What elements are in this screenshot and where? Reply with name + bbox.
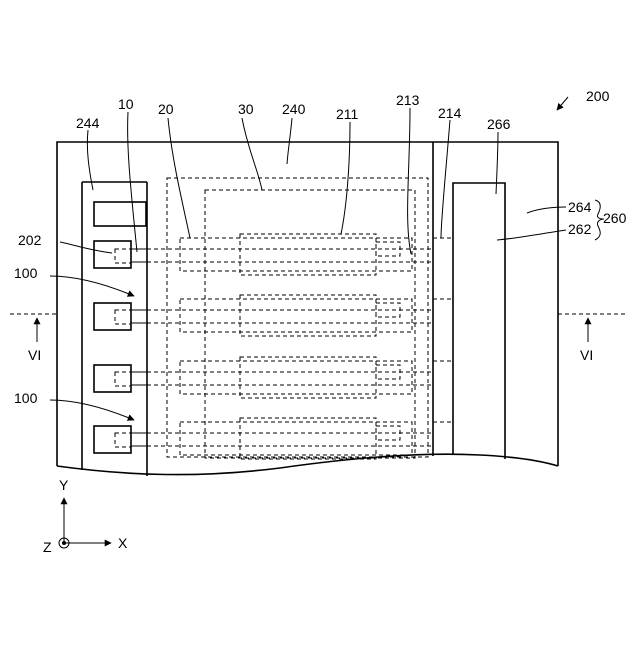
pad-4: [94, 426, 131, 453]
label-100-lower: 100: [14, 390, 38, 406]
label-240: 240: [282, 101, 306, 117]
z-axis-dot-icon: [62, 541, 66, 545]
element-row-3: [147, 357, 453, 398]
section-line-vi: [10, 314, 626, 342]
element-row-4: [147, 418, 453, 459]
pad-wiring: [131, 249, 147, 446]
label-266: 266: [487, 116, 511, 132]
pad-202: [94, 241, 131, 268]
label-30: 30: [238, 101, 254, 117]
axis-label-x: X: [118, 535, 128, 551]
region-262: [453, 183, 505, 459]
label-260: 260: [603, 210, 627, 226]
element-row-1: [147, 234, 453, 275]
pad-2-inner: [115, 310, 131, 324]
label-214: 214: [438, 105, 462, 121]
pad-3: [94, 365, 131, 392]
label-section-right: VI: [580, 347, 593, 363]
label-213: 213: [396, 92, 420, 108]
label-244: 244: [76, 115, 100, 131]
pad-3-inner: [115, 372, 131, 386]
element-row-2: [147, 295, 453, 336]
label-200: 200: [586, 88, 610, 104]
pad-2: [94, 303, 131, 330]
axis-label-z: Z: [43, 539, 52, 555]
pad-202-inner: [115, 249, 131, 263]
pad-4-inner: [115, 433, 131, 447]
pad-top: [94, 202, 146, 226]
coordinate-axes: [59, 498, 111, 548]
label-211: 211: [336, 106, 359, 122]
label-100-upper: 100: [14, 265, 38, 281]
label-264: 264: [568, 199, 592, 215]
substrate-outline: [57, 142, 558, 475]
label-20: 20: [158, 101, 174, 117]
axis-label-y: Y: [59, 477, 69, 493]
label-section-left: VI: [28, 347, 41, 363]
label-10: 10: [118, 96, 134, 112]
label-202: 202: [18, 232, 42, 248]
label-262: 262: [568, 221, 592, 237]
